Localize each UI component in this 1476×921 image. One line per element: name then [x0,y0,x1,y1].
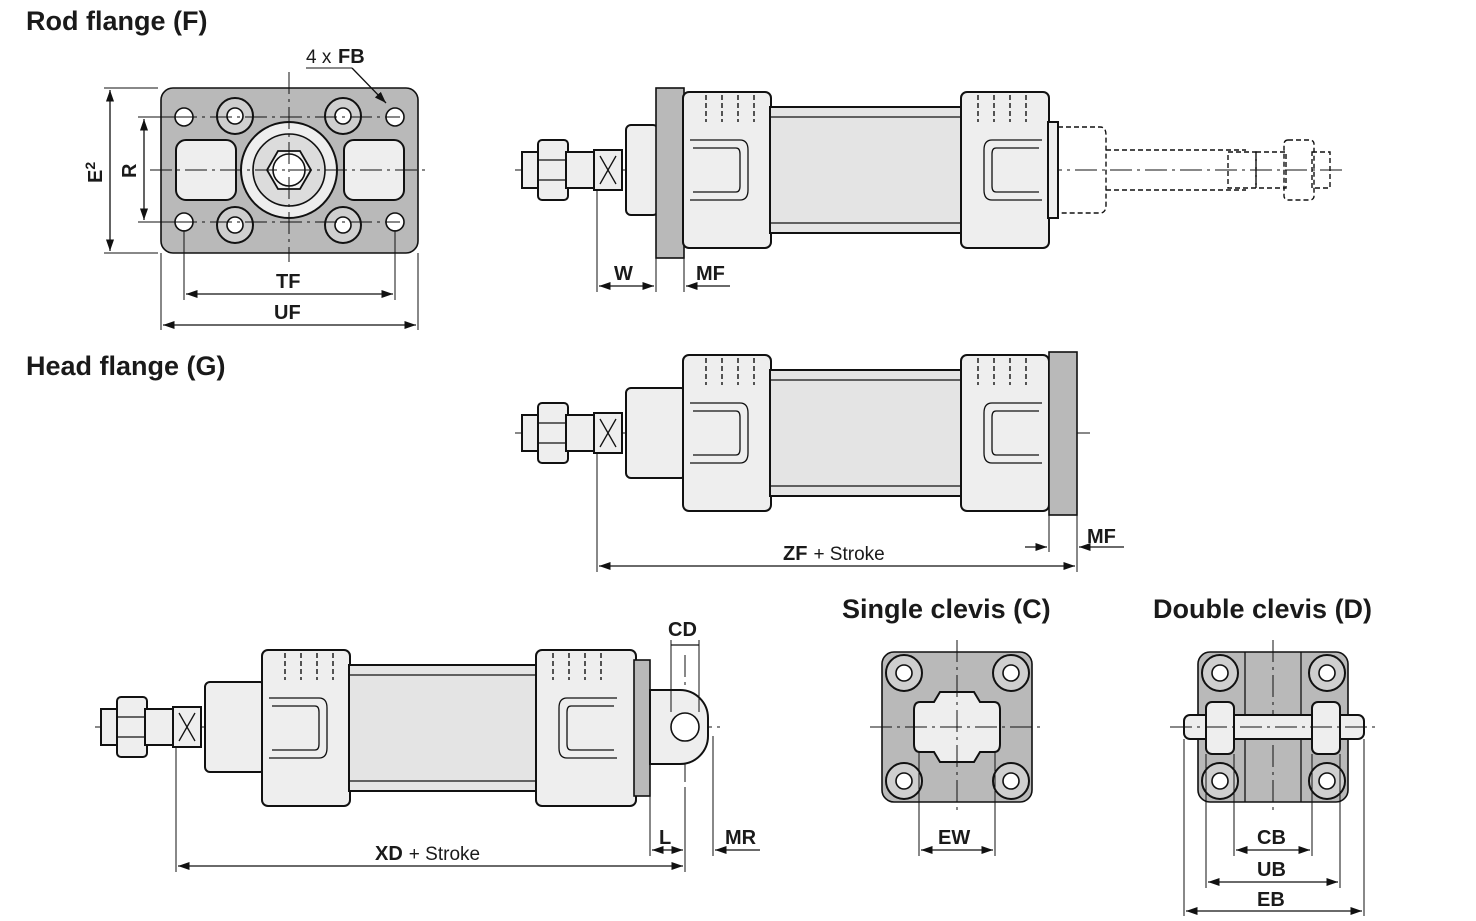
label-cd: CD [668,619,697,641]
label-cb: CB [1257,827,1286,849]
label-mf-head: MF [1087,526,1116,548]
rod-flange-side-view: W MF [515,87,1345,292]
screw-dc-tr [1308,654,1346,692]
screw-sc-tl [885,654,923,692]
label-xd: XD+ Stroke [375,843,480,865]
screw-bottom-right [324,206,362,244]
label-ew: EW [938,827,970,849]
double-clevis-end-view: CB UB EB [1170,640,1378,916]
screw-sc-bl [885,762,923,800]
title-rod-flange: Rod flange (F) [26,6,207,36]
screw-dc-bl [1201,762,1239,800]
screw-sc-tr [992,654,1030,692]
label-mf-rod: MF [696,263,725,285]
label-fb: FB [338,46,365,68]
screw-top-right [324,97,362,135]
screw-sc-br [992,762,1030,800]
title-double-clevis: Double clevis (D) [1153,594,1372,624]
label-zf: ZF+ Stroke [783,543,885,565]
title-head-flange: Head flange (G) [26,351,226,381]
screw-top-left [216,97,254,135]
label-fb-count: 4 x [306,47,332,68]
label-mr: MR [725,827,757,849]
title-single-clevis: Single clevis (C) [842,594,1051,624]
label-w: W [614,263,633,285]
rod-flange-front-view: 4 x FB E2 R TF UF [82,46,430,330]
screw-bottom-left [216,206,254,244]
label-eb: EB [1257,889,1285,911]
label-r: R [119,163,141,178]
label-l: L [659,827,671,849]
screw-dc-br [1308,762,1346,800]
clevis-side-view: CD XD+ Stroke L MR [95,619,760,872]
label-e2: E2 [82,162,107,183]
single-clevis-end-view: EW [870,640,1044,856]
head-flange-side-view: ZF+ Stroke MF [515,351,1124,572]
label-tf: TF [276,271,300,293]
label-uf: UF [274,302,301,324]
screw-dc-tl [1201,654,1239,692]
label-ub: UB [1257,859,1286,881]
